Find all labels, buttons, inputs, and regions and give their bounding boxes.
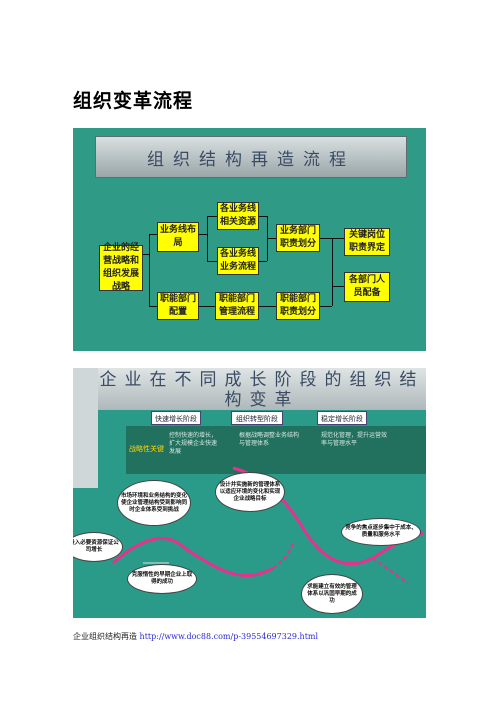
- box-biz-process: 各业务线业务流程: [217, 247, 259, 275]
- slide1-banner: 组织结构再造流程: [95, 136, 407, 178]
- stages-slide: 企业在不同成长阶段的组织结构变革 快速增长阶段 组织转型阶段 稳定增长阶段 战略…: [73, 368, 426, 618]
- connector: [149, 306, 157, 307]
- box-func-mgmt-process: 职能部门管理流程: [215, 292, 259, 320]
- box-dept-duty: 业务部门职责划分: [276, 224, 320, 252]
- box-biz-layout: 业务线布局: [157, 222, 199, 252]
- box-staffing: 各部门人员配备: [344, 272, 390, 302]
- slide2-header: 企业在不同成长阶段的组织结构变革: [98, 368, 426, 410]
- slide1-banner-title: 组织结构再造流程: [147, 150, 355, 170]
- connector: [207, 216, 217, 217]
- connector: [332, 238, 333, 306]
- cloud-new-system: 设计并实施新的管理体系以适应环境的变化和实现企业战略目标: [215, 472, 285, 512]
- source-caption: 企业组织结构再造 http://www.doc88.com/p-39554697…: [73, 631, 318, 642]
- process-slide: 组织结构再造流程 企业的经营战略和组织发展战略 业务线布局 各业务线相关资源 各…: [73, 128, 426, 351]
- decorative-bar: [73, 368, 98, 488]
- strategy-band: [126, 426, 426, 474]
- connector: [332, 238, 344, 239]
- stage-tab-1: 快速增长阶段: [151, 411, 201, 425]
- growth-curve-1: [112, 537, 274, 577]
- connector: [199, 306, 215, 307]
- connector: [320, 306, 332, 307]
- connector: [259, 216, 267, 217]
- cloud-early-success: 克服惰性的早期企业上取得的成功: [127, 564, 197, 594]
- connector: [259, 306, 276, 307]
- box-func-dept-duty: 职能部门职责划分: [276, 292, 320, 320]
- connector: [259, 261, 267, 262]
- band-label: 战略性关键: [129, 445, 164, 453]
- cloud-competition: 竞争的焦点逐步集中于成本、质量和服务水平: [341, 518, 421, 546]
- box-related-resources: 各业务线相关资源: [217, 202, 259, 230]
- cloud-market-change: 市场环境和业务结构的变化使企业管理结构受到影响同时企业体系受到挑战: [117, 480, 191, 526]
- connector: [149, 234, 157, 235]
- band-text-3: 规范化管理，提升运营效率与管理水平: [321, 432, 388, 447]
- slide2-title: 企业在不同成长阶段的组织结构变革: [99, 370, 425, 410]
- connector: [332, 286, 344, 287]
- connector: [267, 238, 276, 239]
- connector: [320, 238, 332, 239]
- band-text-2: 根据战略调整业务结构与管理体系: [239, 432, 300, 447]
- caption-link[interactable]: http://www.doc88.com/p-39554697329.html: [139, 632, 319, 641]
- caption-text: 企业组织结构再造: [73, 632, 140, 641]
- stage-tab-3: 稳定增长阶段: [317, 411, 367, 425]
- page-title: 组织变革流程: [73, 90, 194, 112]
- connector: [207, 216, 208, 261]
- connector: [149, 234, 150, 306]
- cloud-invest: 投入必要资源保证公司增长: [73, 532, 123, 562]
- growth-curve-2-tail: [372, 557, 409, 584]
- band-text-1: 控制快速的增长，扩大规模企业快速发展: [169, 432, 218, 455]
- connector: [207, 261, 217, 262]
- box-key-post: 关键岗位职责界定: [344, 228, 390, 256]
- box-func-config: 职能部门配置: [157, 292, 199, 320]
- cloud-consolidate: 求能建立有效的管理体系以巩固早期的成功: [301, 574, 363, 614]
- box-strategy: 企业的经营战略和组织发展战略: [99, 243, 143, 292]
- stage-tab-2: 组织转型阶段: [231, 411, 283, 425]
- connector: [143, 254, 149, 255]
- growth-curve-1-tail: [272, 542, 294, 569]
- connector: [199, 234, 207, 235]
